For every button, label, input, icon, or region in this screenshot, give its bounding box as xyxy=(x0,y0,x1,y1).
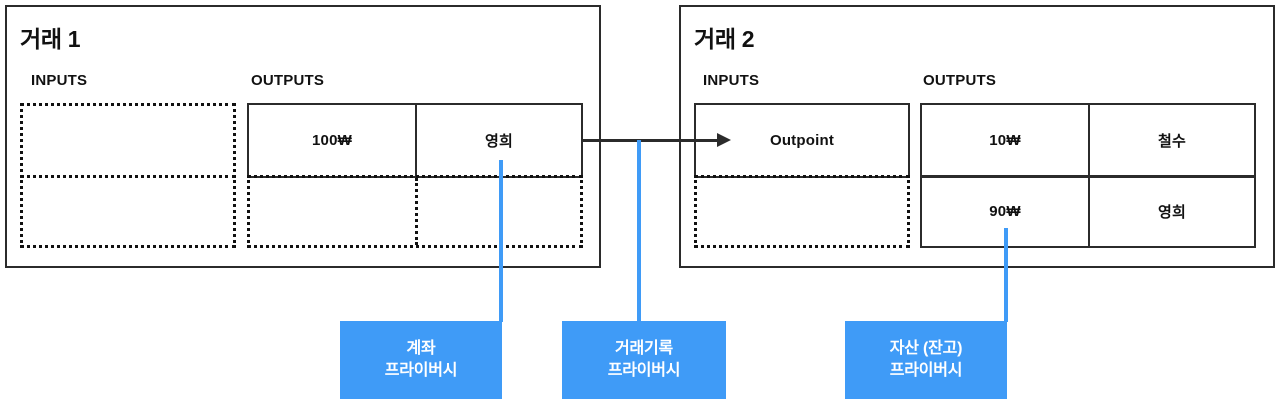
transaction-1-inputs-label: INPUTS xyxy=(31,72,88,89)
callout-account-privacy-line1: 계좌 xyxy=(406,340,436,358)
callout-record-privacy[interactable]: 거래기록 프라이버시 xyxy=(562,321,726,399)
transaction-1-title: 거래 1 xyxy=(20,26,81,52)
callout-asset-privacy-line1: 자산 (잔고) xyxy=(889,340,963,358)
transaction-2-outputs-label: OUTPUTS xyxy=(923,72,997,89)
output-owner-cell: 영희 xyxy=(1087,177,1254,246)
transaction-2-inputs-table: Outpoint xyxy=(694,103,910,248)
callout-account-privacy-line2: 프라이버시 xyxy=(384,362,458,379)
output-owner-cell: 영희 xyxy=(414,105,581,176)
leader-line-record-privacy xyxy=(637,140,641,322)
callout-record-privacy-line1: 거래기록 xyxy=(614,340,674,358)
output-amount-cell-empty xyxy=(250,178,415,245)
transaction-link-arrow-head-icon xyxy=(717,133,731,147)
table-row xyxy=(20,103,236,178)
leader-line-asset-privacy xyxy=(1004,228,1008,322)
callout-asset-privacy-line2: 프라이버시 xyxy=(889,362,963,379)
transaction-2-outputs-table: 10₩ 철수 90₩ 영희 xyxy=(920,103,1256,248)
transaction-link-arrow-line xyxy=(583,139,723,142)
output-amount-cell: 10₩ xyxy=(989,132,1021,149)
transaction-2-inputs-label: INPUTS xyxy=(703,72,760,89)
callout-record-privacy-line2: 프라이버시 xyxy=(607,362,681,379)
input-cell-empty xyxy=(697,178,907,245)
output-amount-cell: 90₩ xyxy=(989,203,1021,220)
transaction-1-outputs-table: 100₩ 영희 xyxy=(247,103,583,248)
table-row xyxy=(247,175,583,248)
leader-line-account-privacy xyxy=(499,160,503,322)
transaction-1-outputs-label: OUTPUTS xyxy=(251,72,325,89)
transaction-2-title: 거래 2 xyxy=(694,26,755,52)
table-row: 100₩ 영희 xyxy=(247,103,583,178)
transaction-2-box xyxy=(679,5,1275,268)
table-row xyxy=(20,175,236,248)
inputs-cell-empty xyxy=(23,178,233,245)
table-row: 90₩ 영희 xyxy=(920,175,1256,248)
output-amount-cell: 100₩ xyxy=(311,132,352,149)
inputs-cell-empty xyxy=(23,106,233,175)
output-owner-cell: 철수 xyxy=(1087,105,1254,176)
callout-account-privacy[interactable]: 계좌 프라이버시 xyxy=(340,321,502,399)
output-owner-cell-empty xyxy=(414,178,580,245)
callout-asset-privacy[interactable]: 자산 (잔고) 프라이버시 xyxy=(845,321,1007,399)
input-outpoint-cell: Outpoint xyxy=(769,132,835,149)
table-row xyxy=(694,175,910,248)
table-row: 10₩ 철수 xyxy=(920,103,1256,178)
transaction-1-inputs-table xyxy=(20,103,236,248)
